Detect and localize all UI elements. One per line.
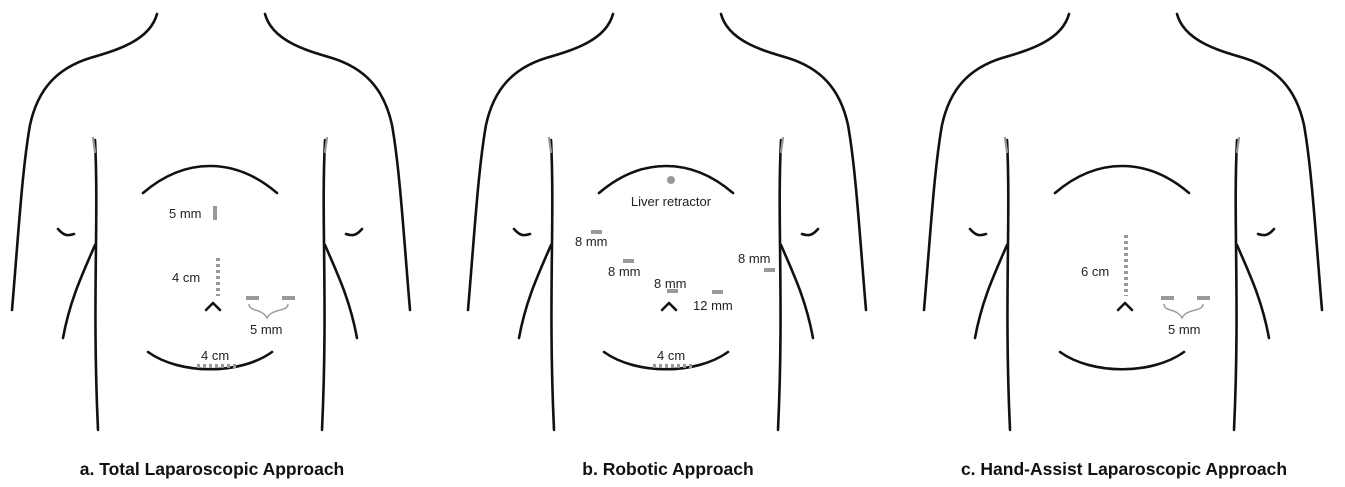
port-marker (1161, 296, 1174, 300)
port-marker (282, 296, 295, 300)
port-marker (764, 268, 775, 272)
panel-caption: b. Robotic Approach (582, 459, 753, 479)
retractor-label: Liver retractor (631, 194, 712, 209)
panel-caption: c. Hand-Assist Laparoscopic Approach (961, 459, 1287, 479)
port-marker (712, 290, 723, 294)
port-brace (249, 304, 288, 318)
port-marker (623, 259, 634, 263)
port-label: 8 mm (608, 264, 641, 279)
torso-outline (924, 14, 1322, 430)
incision-label: 4 cm (657, 348, 685, 363)
port-marker (1197, 296, 1210, 300)
port-label: 5 mm (169, 206, 202, 221)
port-marker (213, 206, 217, 220)
port-brace (1164, 304, 1203, 318)
incision-label: 6 cm (1081, 264, 1109, 279)
port-label: 5 mm (250, 322, 283, 337)
panel-a: 5 mm 4 cm 5 mm 4 cm a. Total Laparoscopi… (12, 14, 410, 479)
port-marker (246, 296, 259, 300)
liver-retractor-marker (667, 176, 675, 184)
port-label: 5 mm (1168, 322, 1201, 337)
panel-c: 6 cm 5 mm c. Hand-Assist Laparoscopic Ap… (924, 14, 1322, 479)
port-label: 8 mm (575, 234, 608, 249)
incision-label: 4 cm (201, 348, 229, 363)
port-label: 8 mm (654, 276, 687, 291)
port-label: 12 mm (693, 298, 733, 313)
port-label: 8 mm (738, 251, 771, 266)
panel-b: Liver retractor 8 mm 8 mm 8 mm 12 mm 8 m… (468, 14, 866, 479)
panel-caption: a. Total Laparoscopic Approach (80, 459, 345, 479)
incision-label: 4 cm (172, 270, 200, 285)
